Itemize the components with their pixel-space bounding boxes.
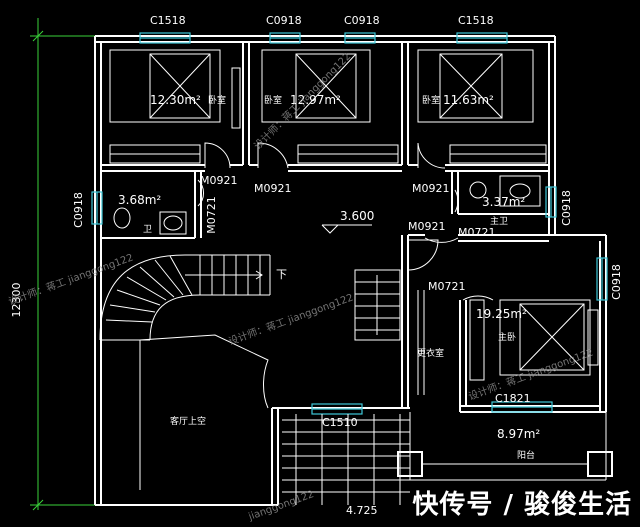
exterior-walls bbox=[94, 35, 607, 506]
bathroom-fixtures-left bbox=[113, 207, 187, 235]
window-label-c0918-b: C0918 bbox=[344, 14, 380, 27]
window-label-c0918-east-b: C0918 bbox=[610, 264, 623, 300]
window-label-c1518-left: C1518 bbox=[150, 14, 186, 27]
straight-staircase bbox=[354, 269, 401, 341]
room-master-area: 19.25m² bbox=[476, 307, 527, 321]
room-bed1-name: 卧室 bbox=[208, 94, 226, 106]
window-label-c1510: C1510 bbox=[322, 416, 358, 429]
window-label-c1518-right: C1518 bbox=[458, 14, 494, 27]
door-label-m0921-d: M0921 bbox=[408, 220, 446, 233]
room-balcony-name: 阳台 bbox=[517, 449, 535, 461]
balcony-columns bbox=[397, 451, 613, 477]
doors bbox=[197, 142, 494, 301]
exterior-steps bbox=[282, 414, 410, 505]
brand-watermark: 快传号 / 骏俊生活 bbox=[412, 490, 632, 520]
windows bbox=[91, 32, 608, 415]
room-bed2-area: 12.97m² bbox=[290, 93, 341, 107]
watermark-5: jianggong122 bbox=[246, 489, 315, 523]
bed-middle bbox=[261, 49, 399, 164]
curved-staircase bbox=[99, 254, 271, 341]
door-label-m0921-c: M0921 bbox=[412, 182, 450, 195]
room-bath1-area: 3.68m² bbox=[118, 193, 161, 207]
interior-walls bbox=[101, 42, 549, 412]
door-label-m0921-b: M0921 bbox=[254, 182, 292, 195]
bathroom-fixtures-right bbox=[469, 175, 541, 207]
room-bath2-area: 3.37m² bbox=[482, 195, 525, 209]
room-bath2-name: 主卫 bbox=[490, 215, 508, 227]
door-label-m0921-a: M0921 bbox=[200, 174, 238, 187]
bed-master bbox=[469, 299, 599, 381]
dimension-line-total bbox=[30, 18, 95, 511]
room-bed3-area: 11.63m² bbox=[443, 93, 494, 107]
window-label-c0918-west: C0918 bbox=[72, 192, 85, 228]
watermark-4: 设计师：蒋工 jianggong122 bbox=[467, 346, 595, 403]
room-balcony-area: 8.97m² bbox=[497, 427, 540, 441]
level-mark-lower: 4.725 bbox=[346, 504, 378, 517]
level-mark bbox=[321, 224, 372, 234]
door-label-m0721-c: M0721 bbox=[428, 280, 466, 293]
bed-right bbox=[417, 49, 547, 164]
watermark-2: 设计师：蒋工 jianggong122 bbox=[7, 251, 135, 308]
door-label-m0721-a: M0721 bbox=[205, 196, 218, 234]
void-outline bbox=[139, 334, 269, 490]
level-mark-floor: 3.600 bbox=[340, 209, 374, 223]
room-bed2-name: 卧室 bbox=[264, 94, 282, 106]
window-label-c0918-east-a: C0918 bbox=[560, 190, 573, 226]
stair-down-label: 下 bbox=[276, 268, 287, 281]
room-bed3-name: 卧室 bbox=[422, 94, 440, 106]
room-bed1-area: 12.30m² bbox=[150, 93, 201, 107]
room-closet-name: 更衣室 bbox=[417, 347, 444, 359]
window-label-c1821: C1821 bbox=[495, 392, 531, 405]
dimension-total-label: 12300 bbox=[10, 283, 23, 318]
room-void-name: 客厅上空 bbox=[170, 415, 206, 427]
room-master-name: 主卧 bbox=[498, 331, 516, 343]
door-label-m0721-b: M0721 bbox=[458, 226, 496, 239]
room-bath1-name: 卫 bbox=[143, 225, 152, 235]
bed-left bbox=[109, 49, 241, 164]
watermark-3: 设计师：蒋工 jianggong122 bbox=[227, 291, 355, 348]
window-label-c0918-a: C0918 bbox=[266, 14, 302, 27]
